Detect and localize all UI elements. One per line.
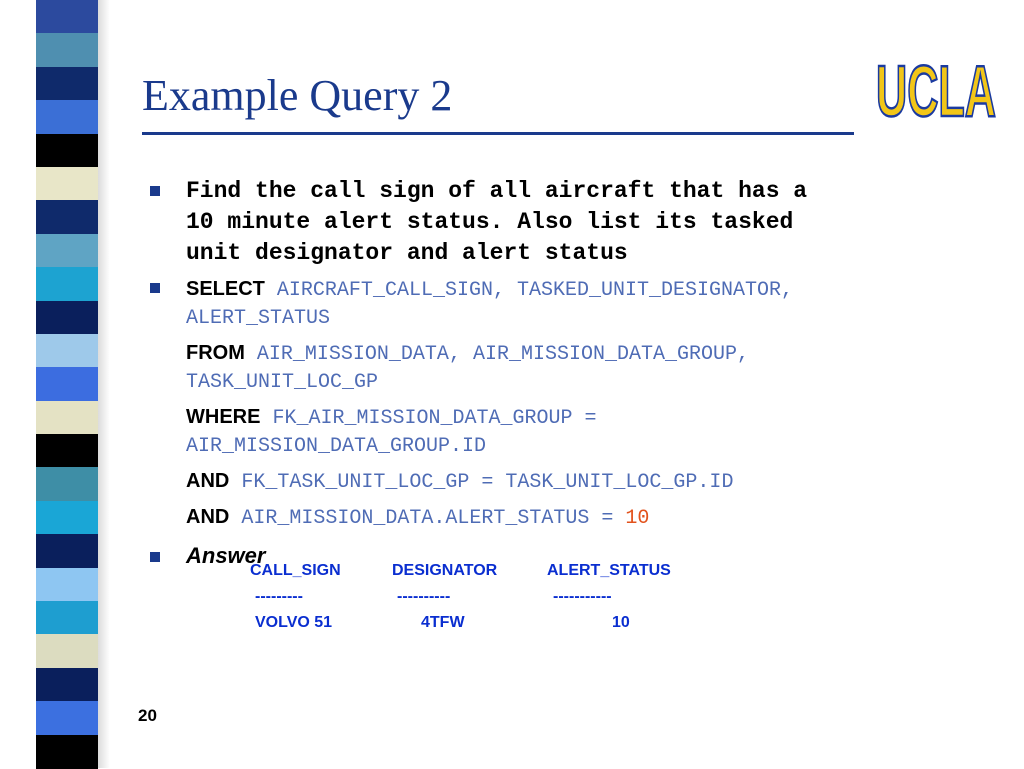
stripe-segment: [36, 333, 98, 369]
square-bullet-icon: [150, 186, 160, 196]
stripe-segment: [36, 634, 98, 669]
stripe-segment: [36, 0, 98, 35]
sql-from-line: FROM AIR_MISSION_DATA, AIR_MISSION_DATA_…: [186, 339, 970, 369]
sql-identifier: FK_AIR_MISSION_DATA_GROUP =: [272, 407, 597, 430]
stripe-segment: [36, 133, 98, 168]
stripe-segment: [36, 200, 98, 235]
sql-and-line: AND FK_TASK_UNIT_LOC_GP = TASK_UNIT_LOC_…: [186, 467, 970, 497]
bullet-sql: SELECT AIRCRAFT_CALL_SIGN, TASKED_UNIT_D…: [150, 275, 970, 533]
result-header-cell: CALL_SIGN: [250, 562, 341, 579]
stripe-segment: [36, 434, 98, 469]
sql-identifier: AIRCRAFT_CALL_SIGN, TASKED_UNIT_DESIGNAT…: [276, 279, 794, 302]
stripe-shadow: [98, 0, 110, 768]
question-line: Find the call sign of all aircraft that …: [186, 178, 808, 204]
stripe-segment: [36, 567, 98, 603]
ucla-logo-icon: UCLA: [875, 51, 998, 134]
stripe-segment: [36, 367, 98, 402]
stripe-segment: [36, 300, 98, 335]
result-cell-designator: 4TFW: [421, 614, 465, 631]
stripe-segment: [36, 734, 98, 769]
stripe-segment: [36, 267, 98, 302]
sql-continuation: ALERT_STATUS: [186, 305, 970, 333]
sql-keyword: AND: [186, 470, 230, 492]
result-separator: ----------: [397, 588, 451, 605]
sql-where-line: WHERE FK_AIR_MISSION_DATA_GROUP =: [186, 403, 970, 433]
stripe-segment: [36, 166, 98, 202]
result-header-cell: DESIGNATOR: [392, 562, 498, 579]
decorative-stripe-bar: [36, 0, 98, 769]
sql-identifier: AIR_MISSION_DATA, AIR_MISSION_DATA_GROUP…: [256, 343, 749, 366]
sql-identifier: FK_TASK_UNIT_LOC_GP = TASK_UNIT_LOC_GP.I…: [241, 471, 734, 494]
sql-keyword: AND: [186, 506, 230, 528]
sql-select-line: SELECT AIRCRAFT_CALL_SIGN, TASKED_UNIT_D…: [186, 275, 970, 305]
question-line: unit designator and alert status: [186, 240, 628, 266]
stripe-segment: [36, 400, 98, 436]
stripe-segment: [36, 701, 98, 736]
logo-text: UCLA: [876, 52, 996, 132]
stripe-segment: [36, 601, 98, 636]
stripe-segment: [36, 233, 98, 269]
sql-number: 10: [625, 507, 650, 530]
sql-continuation: TASK_UNIT_LOC_GP: [186, 369, 970, 397]
result-separator: -----------: [553, 588, 612, 605]
slide-title: Example Query 2: [142, 71, 453, 120]
slide-body: Find the call sign of all aircraft that …: [150, 176, 970, 569]
sql-identifier: ALERT_STATUS: [186, 307, 331, 330]
sql-identifier: AIR_MISSION_DATA_GROUP.ID: [186, 435, 487, 458]
square-bullet-icon: [150, 552, 160, 562]
square-bullet-icon: [150, 283, 160, 293]
result-header-cell: ALERT_STATUS: [547, 562, 671, 579]
sql-keyword: SELECT: [186, 278, 265, 300]
sql-continuation: AIR_MISSION_DATA_GROUP.ID: [186, 433, 970, 461]
sql-identifier: AIR_MISSION_DATA.ALERT_STATUS =: [241, 507, 626, 530]
stripe-segment: [36, 667, 98, 703]
result-separator: ---------: [255, 588, 303, 605]
stripe-segment: [36, 467, 98, 502]
stripe-segment: [36, 66, 98, 102]
sql-keyword: FROM: [186, 342, 245, 364]
sql-identifier: TASK_UNIT_LOC_GP: [186, 371, 379, 394]
answer-label: Answer: [186, 543, 266, 568]
question-line: 10 minute alert status. Also list its ta…: [186, 209, 794, 235]
result-cell-alert-status: 10: [612, 614, 630, 631]
sql-and-line: AND AIR_MISSION_DATA.ALERT_STATUS = 10: [186, 503, 970, 533]
stripe-segment: [36, 100, 98, 135]
sql-keyword: WHERE: [186, 406, 261, 428]
bullet-question: Find the call sign of all aircraft that …: [150, 176, 970, 269]
bullet-answer: Answer: [150, 543, 970, 569]
page-number: 20: [138, 706, 157, 725]
stripe-segment: [36, 500, 98, 536]
title-underline: [142, 132, 854, 135]
result-cell-call-sign: VOLVO 51: [255, 614, 333, 631]
stripe-segment: [36, 33, 98, 68]
stripe-segment: [36, 534, 98, 569]
